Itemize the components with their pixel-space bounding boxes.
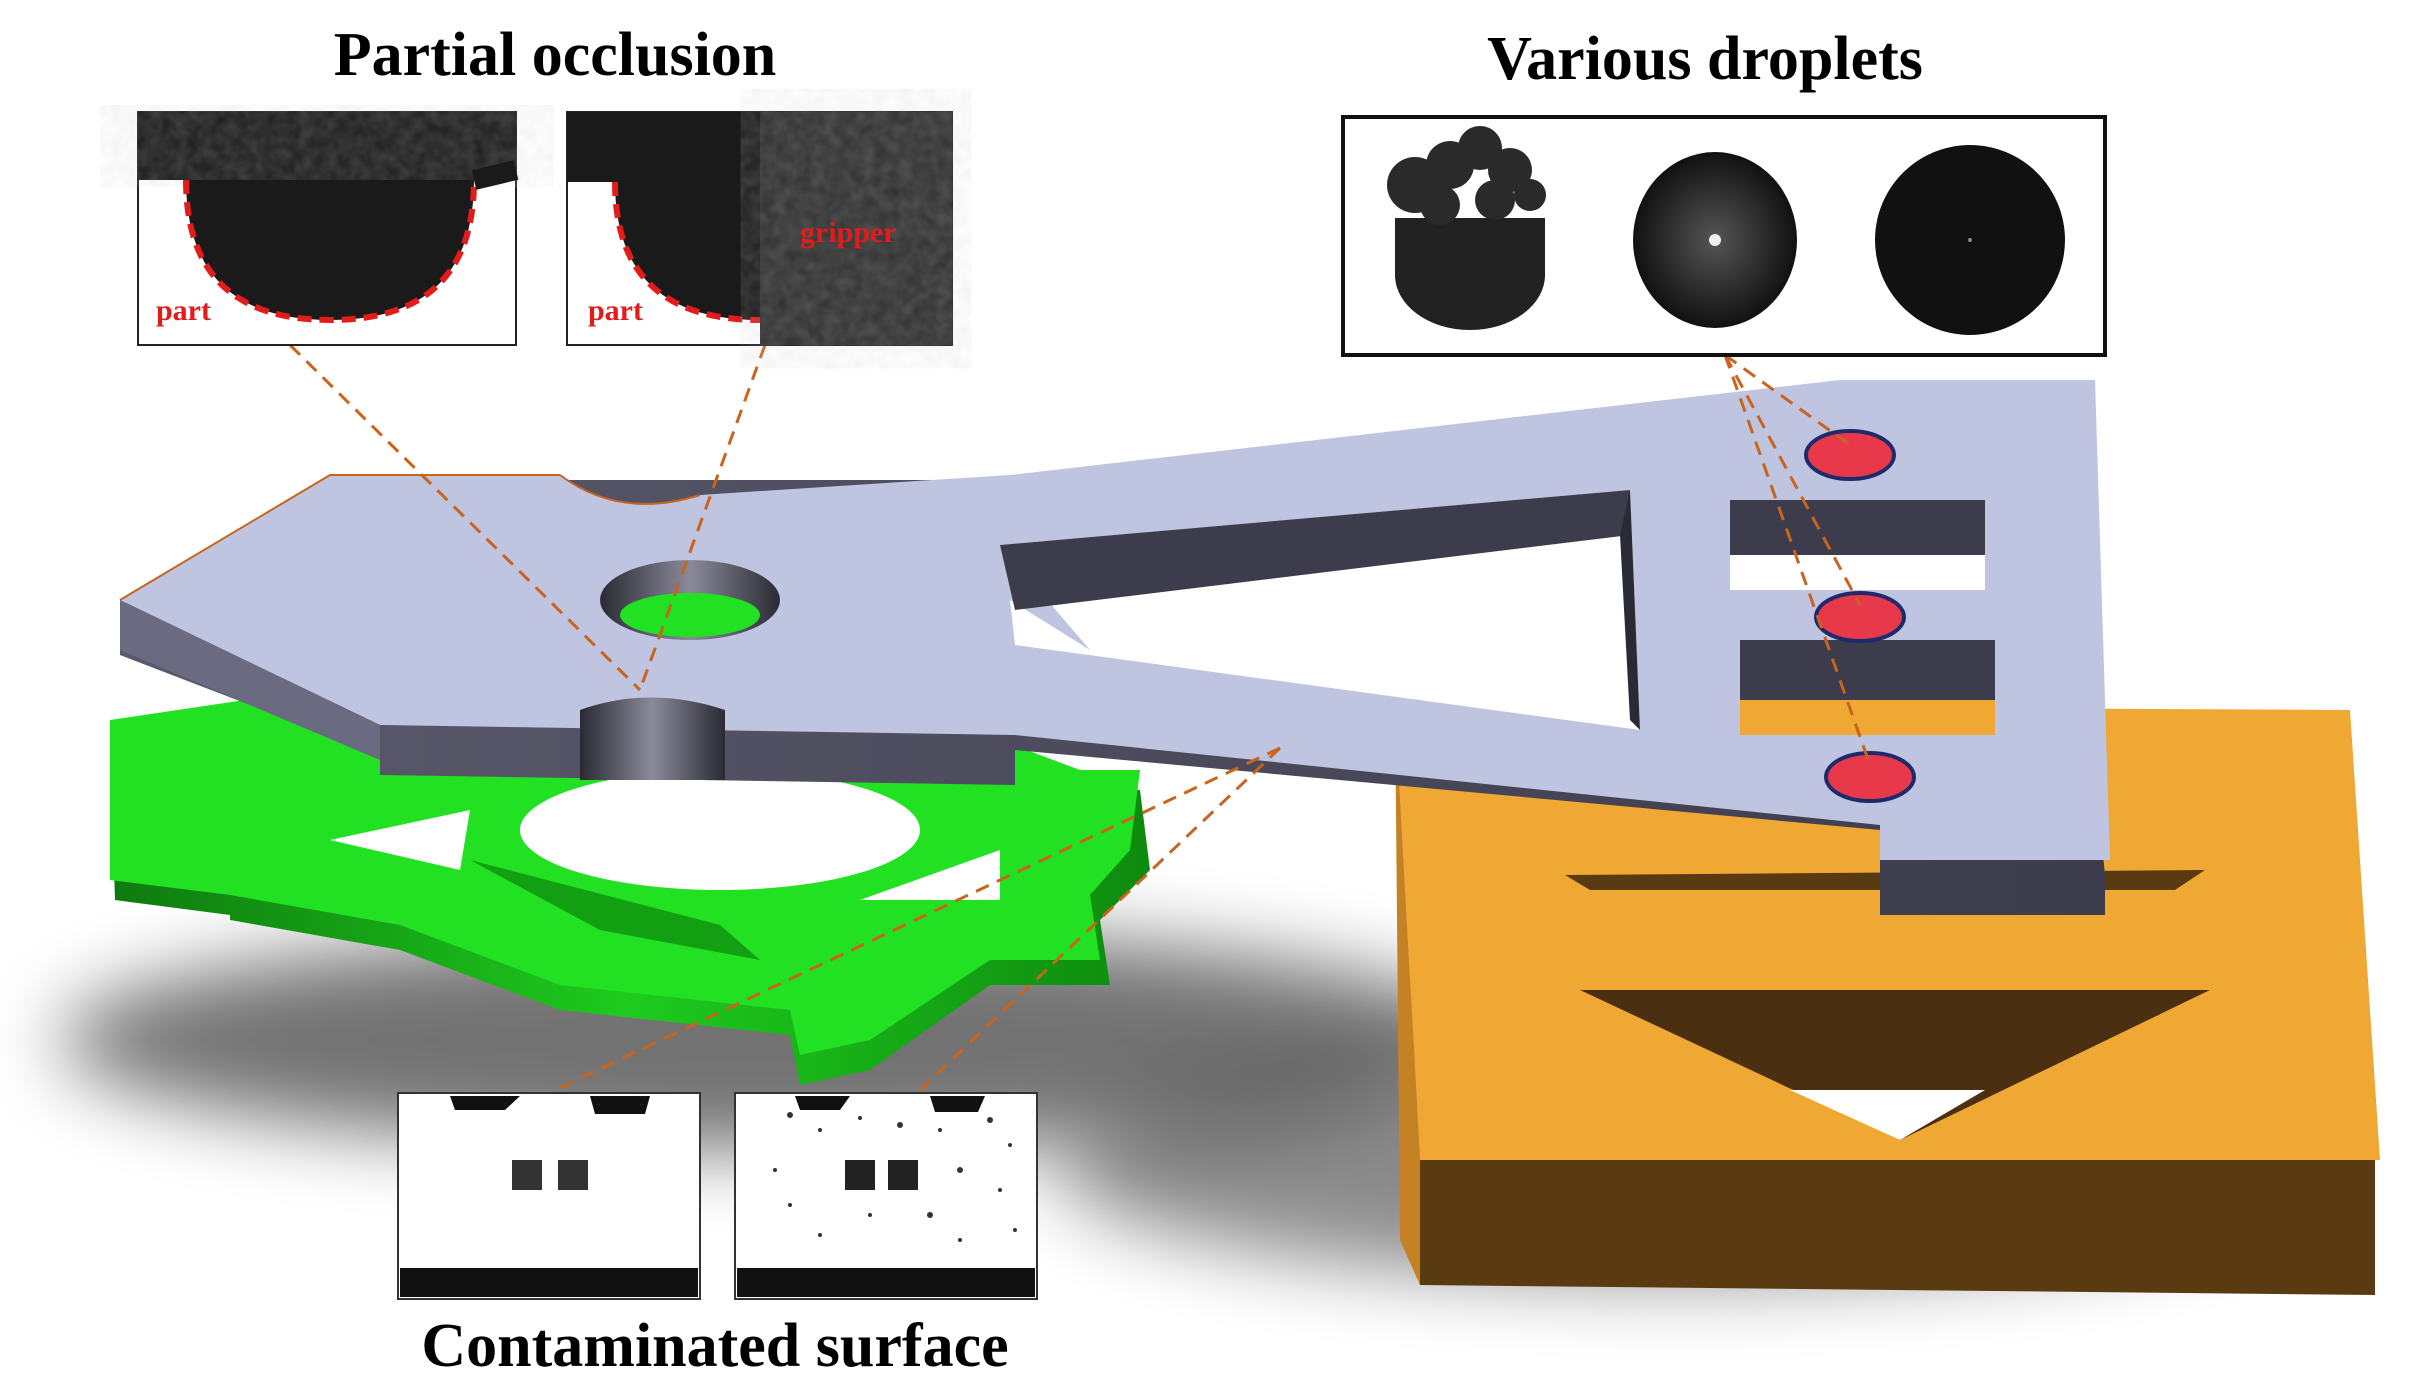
contaminated-surface-inset-dirty xyxy=(734,1092,1038,1300)
partial-occlusion-inset-left: part xyxy=(137,111,519,346)
gripper-label: gripper xyxy=(800,216,897,249)
partial-occlusion-inset-right: part gripper xyxy=(566,111,953,346)
partial-occlusion-caption: Partial occlusion xyxy=(333,21,777,89)
droplet-irregular xyxy=(1387,126,1546,330)
part-label-left: part xyxy=(156,294,211,327)
orange-base-part xyxy=(1395,705,2380,1295)
contaminated-surface-inset-clean xyxy=(397,1092,701,1300)
droplet-marker-middle xyxy=(1814,591,1906,643)
contaminated-surface-caption: Contaminated surface xyxy=(421,1312,1009,1380)
leader-lines xyxy=(288,343,1872,1092)
various-droplets-caption: Various droplets xyxy=(1487,25,1923,93)
droplet-dark xyxy=(1875,145,2065,335)
part-label-right: part xyxy=(588,294,643,327)
droplet-marker-top xyxy=(1804,429,1896,481)
various-droplets-inset xyxy=(1341,115,2107,357)
droplet-marker-bottom xyxy=(1824,751,1916,803)
gripper-plate xyxy=(119,380,2110,915)
droplet-round xyxy=(1633,152,1797,328)
